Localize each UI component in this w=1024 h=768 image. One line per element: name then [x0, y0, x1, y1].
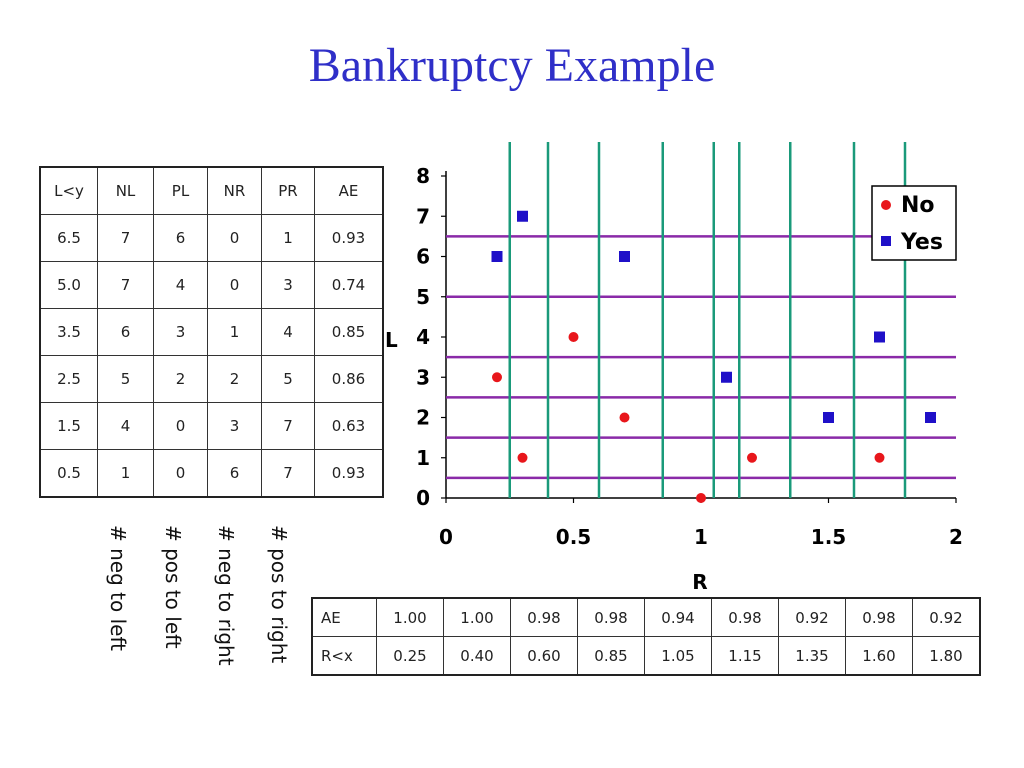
y-tick-label: 7: [416, 204, 430, 228]
table-cell: 1.00: [376, 597, 444, 637]
legend-no-marker: [881, 200, 891, 210]
y-tick-label: 3: [416, 365, 430, 389]
y-tick-label: 6: [416, 245, 430, 269]
table-cell: 0.92: [912, 597, 981, 637]
data-point-no: [747, 452, 757, 463]
table-cell: 0.98: [510, 597, 578, 637]
table-cell: 6: [207, 449, 262, 498]
legend-no-label: No: [901, 193, 935, 218]
x-tick-label: 1.5: [811, 525, 846, 549]
column-note-neg-left: # neg to left: [106, 525, 130, 651]
data-point-yes: [823, 412, 834, 423]
data-point-yes: [491, 251, 503, 262]
table-cell: 0.85: [314, 308, 384, 356]
y-tick-label: 2: [416, 406, 430, 430]
table-cell: 5.0: [39, 261, 98, 309]
table-cell: 0.25: [376, 636, 444, 676]
table-cell: 0.5: [39, 449, 98, 498]
table-cell: 0.63: [314, 402, 384, 450]
table-cell: 1.00: [443, 597, 511, 637]
data-point-no: [874, 452, 885, 463]
x-axis-label: R: [692, 570, 707, 594]
row-label: R<x: [311, 636, 377, 676]
page-title: Bankruptcy Example: [308, 39, 716, 92]
table-cell: 4: [153, 261, 208, 309]
column-note-pos-right: # pos to right: [267, 525, 291, 664]
chart-legend: No Yes: [871, 185, 957, 261]
data-point-yes: [619, 251, 630, 262]
data-point-no: [517, 452, 528, 463]
table-cell: 5: [97, 355, 154, 403]
y-tick-label: 4: [416, 325, 430, 349]
table-cell: 0.74: [314, 261, 384, 309]
table-cell: 3: [153, 308, 208, 356]
table-cell: 0.85: [577, 636, 645, 676]
y-tick-label: 8: [416, 164, 430, 188]
x-tick-label: 0.5: [556, 525, 591, 549]
data-point-no: [568, 332, 579, 342]
table-cell: 1: [97, 449, 154, 498]
x-tick-label: 0: [439, 525, 453, 549]
table-cell: 0.40: [443, 636, 511, 676]
row-label: AE: [311, 597, 377, 637]
table-cell: 0.98: [711, 597, 779, 637]
x-tick-label: 2: [949, 525, 963, 549]
table-cell: 0.94: [644, 597, 712, 637]
data-point-no: [696, 493, 706, 503]
table-cell: 0.60: [510, 636, 578, 676]
y-tick-label: 5: [416, 285, 430, 309]
legend-box: [871, 185, 957, 261]
table-cell: 4: [97, 402, 154, 450]
table-cell: 1.15: [711, 636, 779, 676]
table-cell: 1.5: [39, 402, 98, 450]
data-point-yes: [517, 210, 528, 222]
table-cell: 3: [207, 402, 262, 450]
table-cell: 1: [207, 308, 262, 356]
table-cell: 0.98: [845, 597, 913, 637]
table-cell: 0.92: [778, 597, 846, 637]
data-point-no: [619, 412, 630, 423]
x-tick-label: 1: [694, 525, 708, 549]
table-cell: 0: [207, 261, 262, 309]
table-cell: 7: [261, 449, 315, 498]
table-cell: 3.5: [39, 308, 98, 356]
column-note-pos-left: # pos to left: [161, 525, 185, 649]
table-cell: 0.86: [314, 355, 384, 403]
table-cell: 7: [261, 402, 315, 450]
table-cell: 1.80: [912, 636, 981, 676]
y-tick-label: 1: [416, 446, 430, 470]
data-point-yes: [874, 331, 885, 343]
table-cell: 1.60: [845, 636, 913, 676]
y-axis-label: L: [385, 328, 398, 352]
legend-yes-marker: [881, 236, 891, 246]
data-point-no: [492, 372, 502, 383]
table-header-cell: PL: [153, 166, 208, 215]
y-tick-label: 0: [416, 486, 430, 510]
column-note-neg-right: # neg to right: [214, 525, 238, 666]
table-cell: 7: [97, 261, 154, 309]
data-point-yes: [721, 371, 732, 383]
table-header-cell: AE: [314, 166, 384, 215]
data-point-yes: [925, 412, 936, 423]
table-cell: 0.93: [314, 214, 384, 262]
table-header-cell: PR: [261, 166, 315, 215]
table-cell: 0.93: [314, 449, 384, 498]
table-cell: 1.05: [644, 636, 712, 676]
table-cell: 6: [153, 214, 208, 262]
table-cell: 2.5: [39, 355, 98, 403]
table-cell: 0.98: [577, 597, 645, 637]
table-cell: 1.35: [778, 636, 846, 676]
legend-yes-label: Yes: [900, 230, 943, 255]
